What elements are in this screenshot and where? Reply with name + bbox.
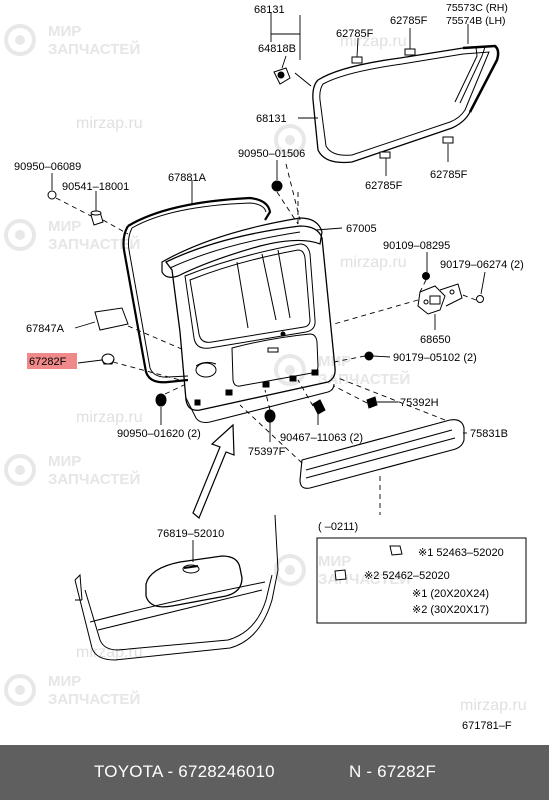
part-label-90179-05102[interactable]: 90179–05102 (2)	[393, 352, 477, 364]
part-label-62785f-b[interactable]: 62785F	[336, 28, 374, 40]
lower-door-panel	[74, 514, 279, 661]
view-arrow	[192, 423, 235, 519]
note-item-2: ※2 52462–52020	[364, 570, 450, 582]
part-label-76819-52010[interactable]: 76819–52010	[157, 528, 224, 540]
part-label-67881a[interactable]: 67881A	[168, 172, 207, 184]
part-label-90467-11063[interactable]: 90467–11063 (2)	[280, 432, 363, 444]
part-label-75397f[interactable]: 75397F	[248, 446, 286, 458]
watermark-brand: ЗАПЧАСТЕЙ	[48, 40, 140, 58]
watermark-brand: МИР	[318, 553, 351, 570]
part-label-67005[interactable]: 67005	[346, 223, 377, 235]
part-label-90950-01506[interactable]: 90950–01506	[238, 148, 305, 160]
part-label-67847a[interactable]: 67847A	[26, 323, 65, 335]
note-item-1: ※1 52463–52020	[418, 547, 504, 559]
watermark-brand: ЗАПЧАСТЕЙ	[48, 235, 140, 253]
part-label-90109-08295[interactable]: 90109–08295	[383, 240, 450, 252]
footer-bar: TOYOTA - 6728246010 N - 67282F	[0, 745, 549, 800]
part-label-75392h[interactable]: 75392H	[400, 397, 439, 409]
part-label-90179-06274[interactable]: 90179–06274 (2)	[440, 259, 524, 271]
part-label-75574b[interactable]: 75574B (LH)	[446, 15, 506, 27]
part-label-90541-18001[interactable]: 90541–18001	[62, 181, 129, 193]
part-label-90950-01620[interactable]: 90950–01620 (2)	[117, 428, 201, 440]
dashed-assembly-lines	[55, 163, 477, 515]
stopper-67282f	[101, 353, 115, 365]
back-window-glass	[294, 44, 500, 164]
watermark-site: mirzap.ru	[76, 644, 143, 661]
part-labels: 68131 75573C (RH) 75574B (LH) 62785F 627…	[14, 2, 524, 540]
part-label-75831b[interactable]: 75831B	[470, 428, 508, 440]
diagram-code: 671781–F	[462, 720, 512, 732]
garnish-75831b	[299, 419, 465, 489]
back-door	[122, 196, 336, 423]
watermark-brand: ЗАПЧАСТЕЙ	[48, 470, 140, 488]
part-label-75573c[interactable]: 75573C (RH)	[446, 2, 508, 14]
fasteners	[47, 67, 484, 423]
watermark-brand: МИР	[48, 23, 81, 40]
note-range: ( –0211)	[318, 521, 358, 533]
watermark-group: МИР ЗАПЧАСТЕЙ МИР ЗАПЧАСТЕЙ МИР ЗАПЧАСТЕ…	[4, 23, 527, 714]
watermark-brand: ЗАПЧАСТЕЙ	[318, 370, 410, 388]
note-box: ( –0211) ※1 52463–52020 ※2 52462–52020 ※…	[316, 521, 527, 624]
note-dim-1: ※1 (20X20X24)	[412, 588, 489, 600]
part-label-90950-06089[interactable]: 90950–06089	[14, 161, 81, 173]
part-label-64818b[interactable]: 64818B	[258, 43, 296, 55]
part-label-62785f-c[interactable]: 62785F	[365, 180, 403, 192]
watermark-site: mirzap.ru	[340, 254, 407, 271]
watermark-site: mirzap.ru	[76, 409, 143, 426]
note-dim-2: ※2 (30X20X17)	[412, 604, 489, 616]
hinge-68650	[417, 283, 463, 315]
leader-lines	[51, 13, 486, 562]
part-label-62785f-d[interactable]: 62785F	[430, 169, 468, 181]
part-label-68131-top[interactable]: 68131	[254, 4, 285, 16]
parts-diagram: МИР ЗАПЧАСТЕЙ МИР ЗАПЧАСТЕЙ МИР ЗАПЧАСТЕ…	[4, 2, 527, 732]
part-label-67282f[interactable]: 67282F	[29, 356, 67, 368]
footer-part-code: N - 67282F	[349, 762, 437, 781]
watermark-brand: ЗАПЧАСТЕЙ	[48, 690, 140, 708]
watermark-brand: МИР	[48, 673, 81, 690]
footer-part-number: TOYOTA - 6728246010	[94, 762, 275, 781]
part-label-62785f-a[interactable]: 62785F	[390, 15, 428, 27]
watermark-site: mirzap.ru	[460, 697, 527, 714]
watermark-site: mirzap.ru	[340, 33, 407, 50]
watermark-brand: МИР	[48, 453, 81, 470]
watermark-brand: МИР	[48, 218, 81, 235]
part-label-68650[interactable]: 68650	[420, 334, 451, 346]
part-highlight	[27, 353, 77, 369]
watermark-site: mirzap.ru	[76, 115, 143, 132]
part-label-68131-mid[interactable]: 68131	[256, 113, 287, 125]
